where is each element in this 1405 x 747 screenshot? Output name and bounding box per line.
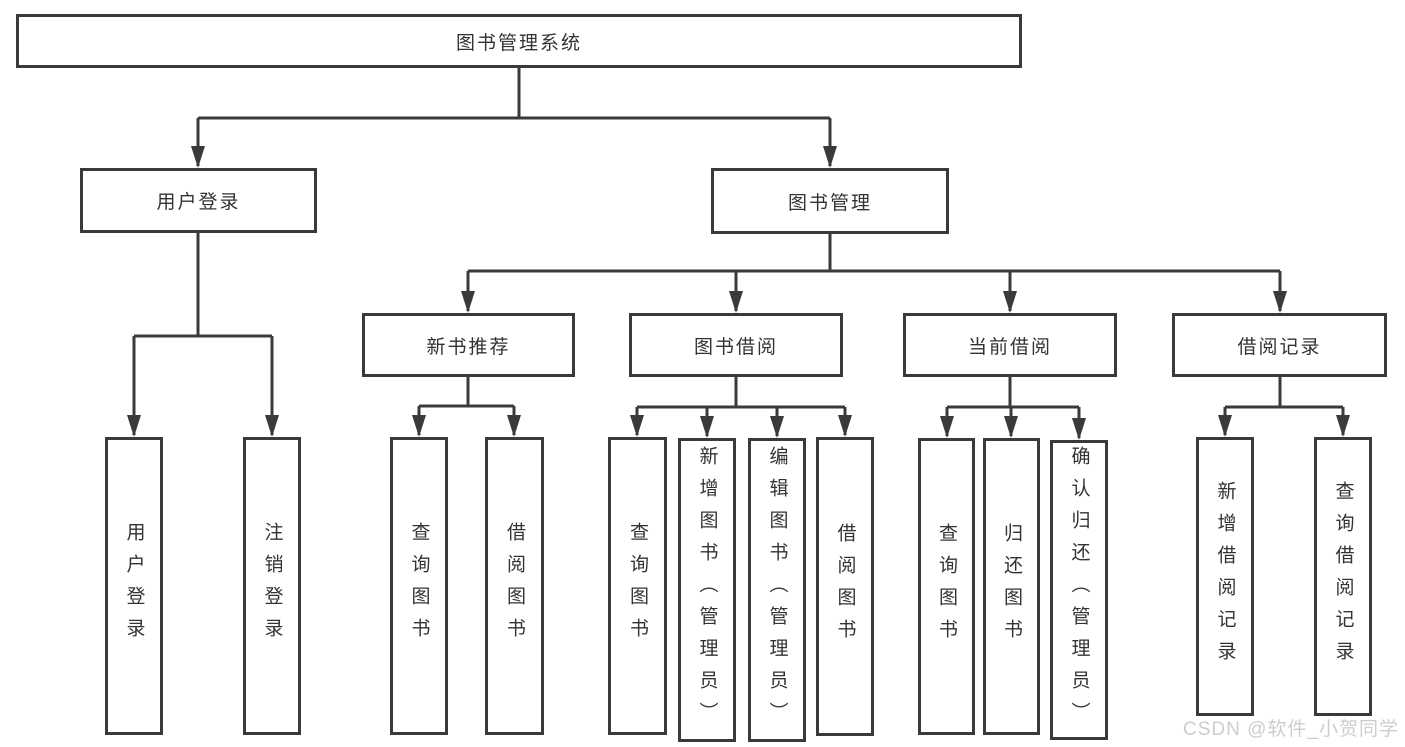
leaf-logout: 注销登录 (243, 437, 301, 735)
leaf-query-books-current-label: 查询图书 (936, 522, 957, 651)
leaf-borrow-books-borrowing: 借阅图书 (816, 437, 874, 736)
leaf-borrow-books-recommend: 借阅图书 (485, 437, 544, 735)
node-new-book-recommend: 新书推荐 (362, 313, 575, 377)
leaf-user-login-label: 用户登录 (123, 522, 145, 650)
leaf-query-books-borrowing-label: 查询图书 (627, 522, 648, 650)
leaf-user-login: 用户登录 (105, 437, 163, 735)
node-borrowing-records: 借阅记录 (1172, 313, 1387, 377)
node-book-borrowing-label: 图书借阅 (693, 336, 778, 358)
leaf-query-books-recommend: 查询图书 (390, 437, 448, 735)
leaf-add-book-admin-label: 新增图书（管理员） (696, 446, 718, 734)
leaf-add-borrow-record: 新增借阅记录 (1196, 437, 1254, 716)
leaf-query-borrow-record-label: 查询借阅记录 (1332, 480, 1354, 673)
leaf-return-books-label: 归还图书 (1001, 522, 1022, 651)
leaf-confirm-return-admin: 确认归还（管理员） (1050, 440, 1108, 740)
node-new-book-recommend-label: 新书推荐 (426, 336, 511, 358)
node-borrowing-records-label: 借阅记录 (1237, 336, 1322, 358)
leaf-borrow-books-recommend-label: 借阅图书 (504, 522, 525, 650)
leaf-logout-label: 注销登录 (261, 522, 283, 650)
leaf-query-books-recommend-label: 查询图书 (408, 522, 430, 650)
leaf-edit-book-admin-label: 编辑图书（管理员） (766, 446, 788, 734)
node-root-system: 图书管理系统 (16, 14, 1022, 68)
node-root-system-label: 图书管理系统 (455, 32, 582, 54)
node-current-borrowing-label: 当前借阅 (967, 336, 1052, 358)
leaf-add-borrow-record-label: 新增借阅记录 (1214, 480, 1236, 673)
leaf-return-books: 归还图书 (983, 438, 1040, 735)
connector-path (132, 68, 1345, 438)
node-user-login: 用户登录 (80, 168, 317, 233)
leaf-query-borrow-record: 查询借阅记录 (1314, 437, 1372, 716)
node-book-borrowing: 图书借阅 (629, 313, 843, 377)
leaf-borrow-books-borrowing-label: 借阅图书 (834, 522, 856, 651)
csdn-watermark: CSDN @软件_小贺同学 (1183, 719, 1399, 740)
node-current-borrowing: 当前借阅 (903, 313, 1117, 377)
leaf-query-books-borrowing: 查询图书 (608, 437, 667, 735)
leaf-add-book-admin: 新增图书（管理员） (678, 438, 736, 742)
leaf-query-books-current: 查询图书 (918, 438, 975, 735)
node-book-management-label: 图书管理 (787, 192, 872, 214)
node-book-management: 图书管理 (711, 168, 949, 234)
leaf-edit-book-admin: 编辑图书（管理员） (748, 438, 806, 742)
leaf-confirm-return-admin-label: 确认归还（管理员） (1068, 446, 1090, 734)
node-user-login-label: 用户登录 (156, 192, 241, 213)
